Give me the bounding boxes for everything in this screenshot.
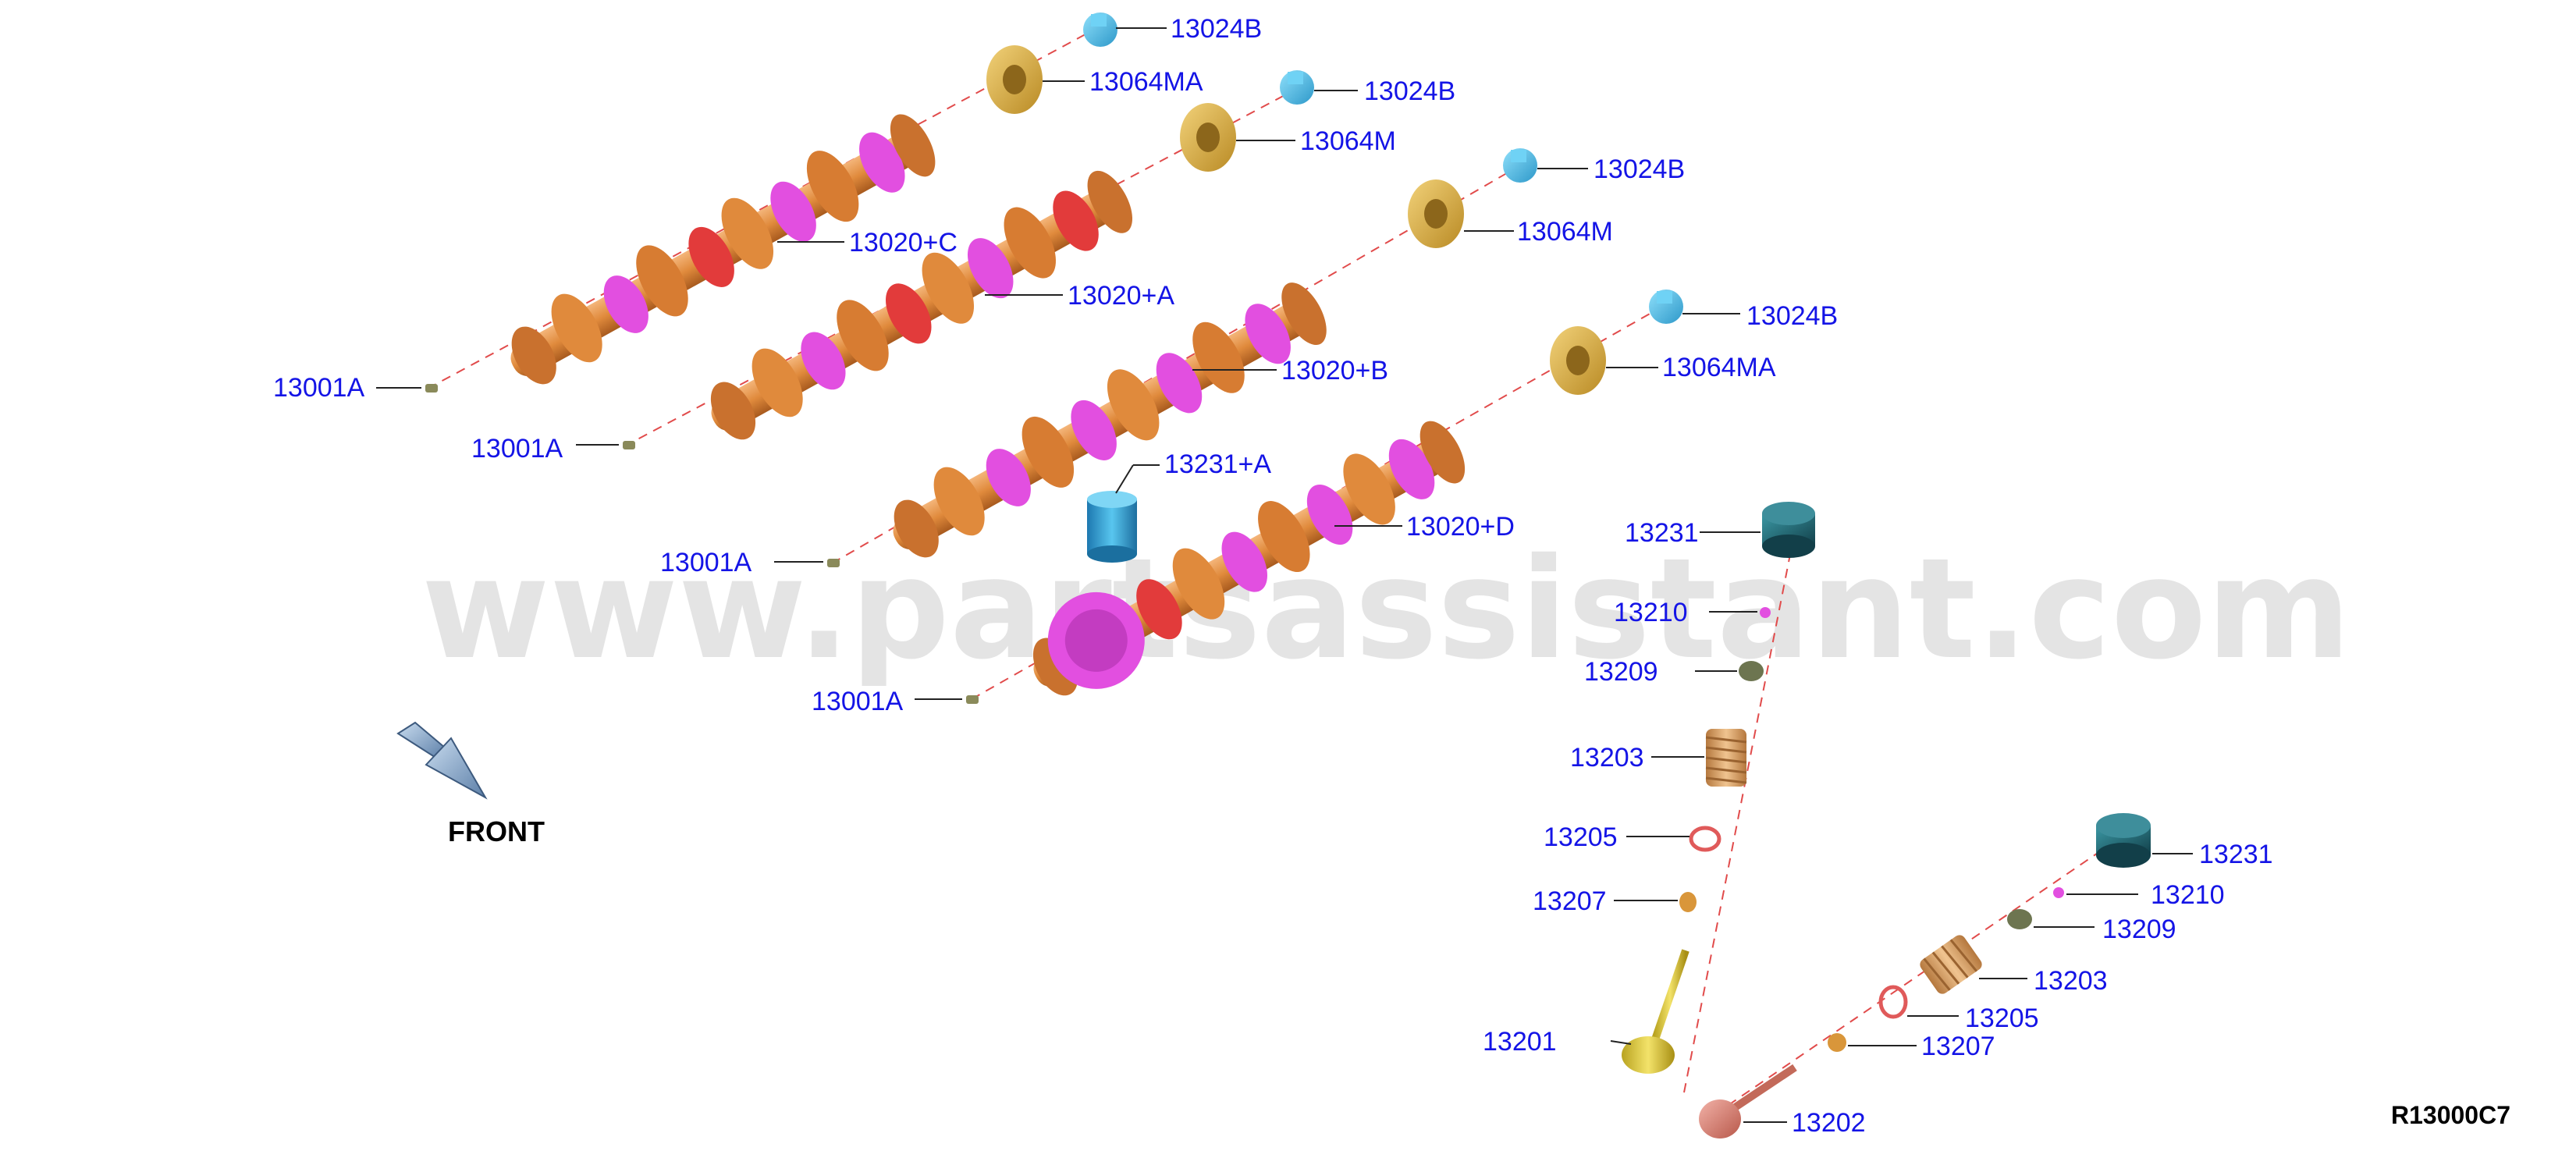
camshaft-b bbox=[893, 282, 1327, 558]
valve-spring bbox=[1920, 935, 1982, 994]
intake-valve bbox=[1622, 949, 1690, 1074]
spring-retainer bbox=[2007, 909, 2032, 929]
leader-lines bbox=[376, 27, 2193, 1123]
callout-label[interactable]: 13231+A bbox=[1164, 449, 1271, 479]
callout-label[interactable]: 13231 bbox=[2199, 840, 2273, 869]
callout-label[interactable]: 13024B bbox=[1594, 155, 1685, 184]
callout-label[interactable]: 13202 bbox=[1792, 1108, 1866, 1138]
callout-label[interactable]: 13024B bbox=[1746, 301, 1838, 331]
callout-label[interactable]: 13203 bbox=[2034, 966, 2108, 996]
watermark-text: www.partsassistant.com bbox=[421, 528, 2351, 690]
valve-seal-ring bbox=[1689, 826, 1721, 852]
camshaft-c bbox=[510, 114, 936, 385]
callout-label[interactable]: 13064M bbox=[1517, 217, 1613, 247]
callout-label[interactable]: 13064M bbox=[1300, 126, 1396, 156]
spring-retainer bbox=[1739, 661, 1764, 681]
callout-label[interactable]: 13001A bbox=[660, 548, 752, 577]
dowel-pin bbox=[623, 441, 635, 449]
callout-label[interactable]: 13020+C bbox=[849, 228, 958, 258]
bolt bbox=[1083, 12, 1117, 47]
callout-label[interactable]: 13201 bbox=[1483, 1027, 1557, 1057]
callout-label[interactable]: 13203 bbox=[1570, 743, 1644, 773]
callout-label[interactable]: 13024B bbox=[1171, 14, 1262, 44]
callout-label[interactable]: 13209 bbox=[2102, 915, 2176, 944]
callout-label[interactable]: 13231 bbox=[1625, 518, 1699, 548]
callout-label[interactable]: 13001A bbox=[812, 687, 904, 716]
callout-label[interactable]: 13207 bbox=[1921, 1032, 1995, 1061]
dowel-pin bbox=[827, 559, 840, 567]
callout-label[interactable]: 13207 bbox=[1533, 886, 1607, 916]
dowel-pin bbox=[966, 695, 979, 704]
callout-label[interactable]: 13210 bbox=[2151, 880, 2225, 910]
callout-label[interactable]: 13064MA bbox=[1662, 353, 1776, 382]
reference-code: R13000C7 bbox=[2391, 1101, 2510, 1129]
exhaust-valve bbox=[1699, 1064, 1797, 1138]
sprocket-ring bbox=[1550, 326, 1606, 395]
valve-guide bbox=[1679, 892, 1697, 912]
valve-assembly-2 bbox=[1699, 813, 2151, 1138]
valve-assembly-1 bbox=[1622, 502, 1815, 1074]
tappet-cylinder bbox=[1087, 491, 1137, 563]
callout-label[interactable]: 13020+B bbox=[1281, 356, 1388, 385]
bolt bbox=[1649, 290, 1683, 324]
sprocket-ring bbox=[1180, 103, 1236, 172]
valve-collet bbox=[1760, 607, 1771, 618]
callout-label[interactable]: 13020+A bbox=[1068, 281, 1174, 311]
valve-collet bbox=[2053, 887, 2064, 898]
sprocket-ring bbox=[1408, 179, 1464, 248]
callout-label[interactable]: 13205 bbox=[1544, 822, 1618, 852]
callout-label[interactable]: 13001A bbox=[273, 373, 365, 403]
part-callouts: 13024B 13064MA 13024B 13064M 13024B 1306… bbox=[273, 14, 2273, 1138]
dowel-pin bbox=[425, 384, 438, 393]
bolt bbox=[1503, 148, 1537, 183]
valve-seal-ring bbox=[1878, 985, 1908, 1019]
tappet bbox=[2096, 813, 2151, 868]
front-label: FRONT bbox=[448, 815, 545, 847]
valve-spring bbox=[1705, 729, 1747, 787]
callout-label[interactable]: 13001A bbox=[471, 434, 563, 464]
callout-label[interactable]: 13205 bbox=[1965, 1003, 2039, 1033]
valve-guide bbox=[1828, 1033, 1846, 1052]
callout-label[interactable]: 13024B bbox=[1364, 76, 1455, 106]
tappet bbox=[1762, 502, 1815, 558]
callout-label[interactable]: 13020+D bbox=[1406, 512, 1515, 542]
bolt bbox=[1280, 70, 1314, 105]
sprocket-ring bbox=[986, 45, 1043, 114]
callout-label[interactable]: 13209 bbox=[1584, 657, 1658, 687]
camshaft-d bbox=[1032, 421, 1466, 696]
camshaft-a bbox=[710, 170, 1133, 440]
front-arrow-icon bbox=[396, 721, 488, 800]
callout-label[interactable]: 13064MA bbox=[1089, 67, 1203, 97]
callout-label[interactable]: 13210 bbox=[1614, 598, 1688, 627]
